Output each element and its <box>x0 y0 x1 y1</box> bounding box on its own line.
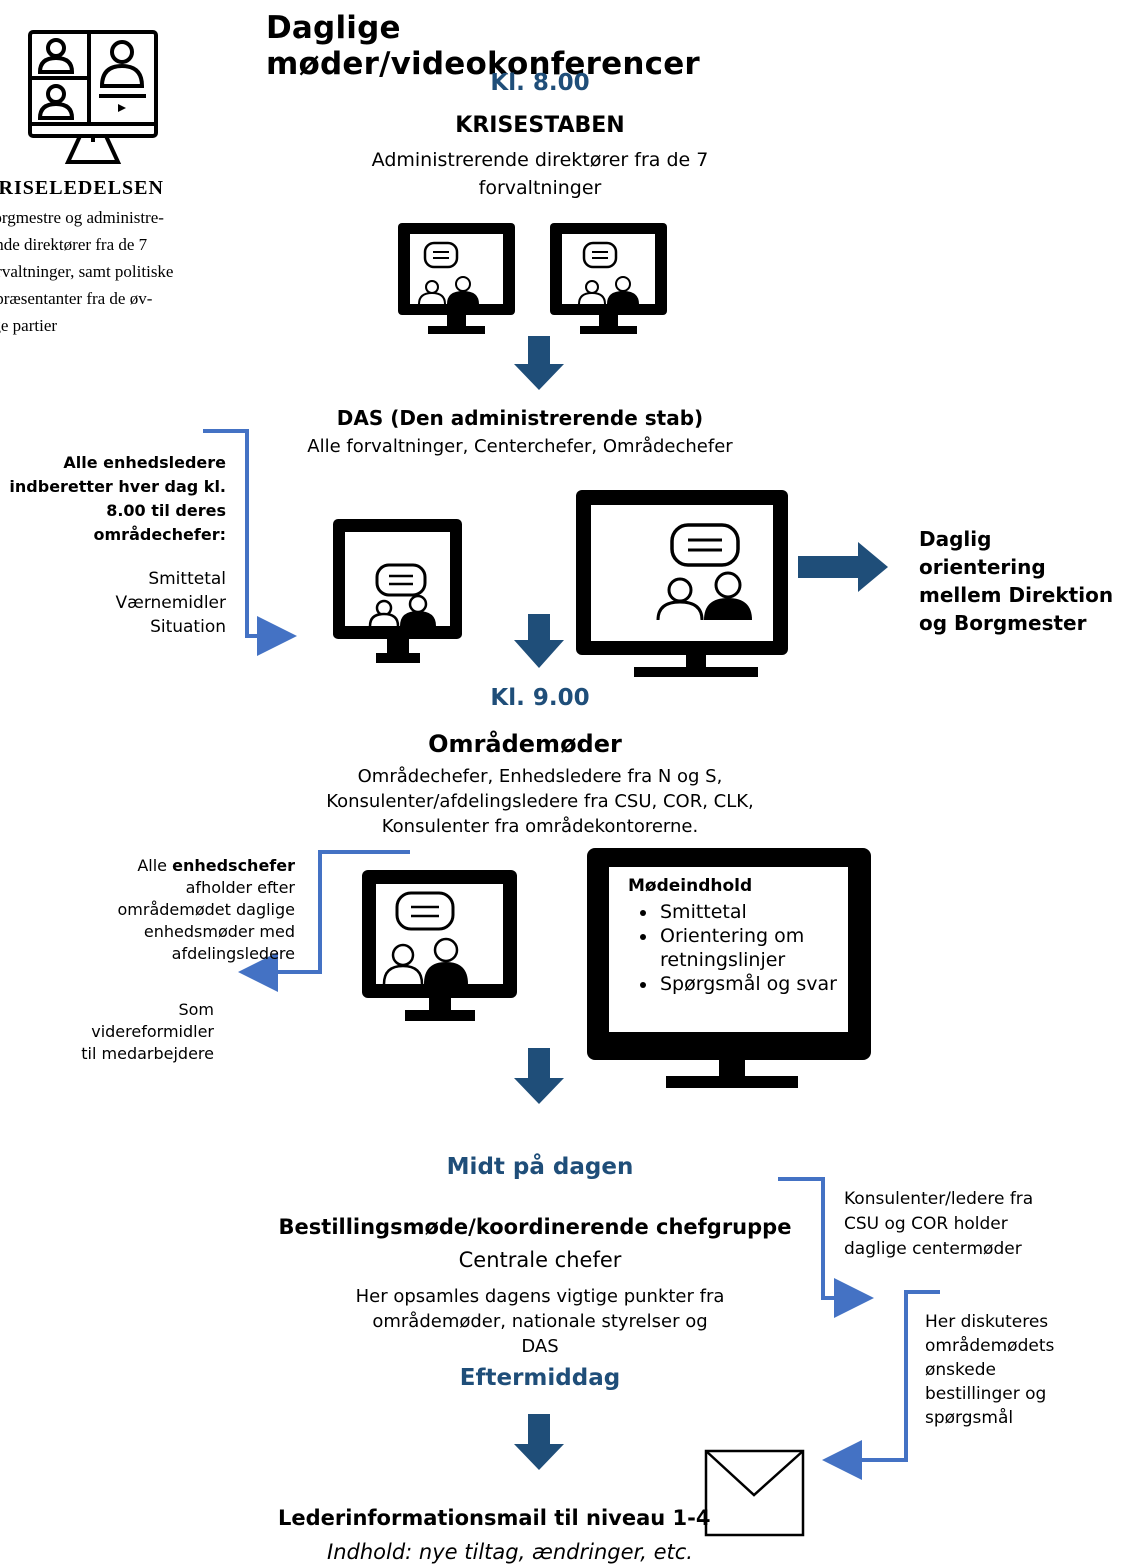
moedeindhold-item: Orientering om retningslinjer <box>658 924 843 972</box>
kriseledelsen-heading: KRISELEDELSEN <box>0 177 164 199</box>
konsulenter-connector <box>778 1177 874 1318</box>
moedeindhold-item: Smittetal <box>658 900 843 924</box>
kriseledelsen-line: rige partier <box>0 316 58 335</box>
bestillingsmoede-sub: Centrale chefer <box>458 1248 622 1272</box>
omraademoeder-line: Områdechefer, Enhedsledere fra N og S, <box>357 766 723 787</box>
konsulenter-line: Konsulenter/ledere fra <box>844 1189 1034 1209</box>
time-0800: Kl. 8.00 <box>490 70 590 96</box>
das-heading: DAS (Den administrerende stab) <box>336 406 704 430</box>
bestillingsmoede-line: Her opsamles dagens vigtige punkter fra <box>355 1286 725 1307</box>
mail-heading: Lederinformationsmail til niveau 1-4 <box>278 1506 711 1530</box>
diskuteres-line: ønskede <box>925 1360 996 1380</box>
mail-sub: Indhold: nye tiltag, ændringer, etc. <box>327 1540 693 1564</box>
konsulenter-note: Konsulenter/ledere fra CSU og COR holder… <box>844 1187 1044 1262</box>
monitor-chat-icon <box>398 223 515 334</box>
das-sub: Alle forvaltninger, Centerchefer, Område… <box>307 436 733 457</box>
enhedsledere-item: Smittetal <box>148 569 226 589</box>
konsulenter-line: daglige centermøder <box>844 1239 1022 1259</box>
moedeindhold-item: Spørgsmål og svar <box>658 972 843 996</box>
video-call-laptop-icon <box>28 30 158 164</box>
enhedschefer-line: områdemødet daglige <box>117 900 296 919</box>
eftermiddag: Eftermiddag <box>459 1365 621 1391</box>
videreformidler-note: Som videreformidler til medarbejdere <box>60 999 214 1065</box>
daglig-orientering: Daglig orientering mellem Direktion og B… <box>919 525 1124 637</box>
enhedsledere-note: Alle enhedsledere indberetter hver dag k… <box>0 451 226 547</box>
time-0900: Kl. 9.00 <box>490 685 590 711</box>
daglig-orientering-line: mellem Direktion <box>919 583 1114 607</box>
down-arrow-icon <box>514 1414 564 1470</box>
enhedschefer-line: afholder efter <box>185 878 295 897</box>
diskuteres-connector <box>822 1290 940 1480</box>
monitor-chat-icon <box>362 870 517 1021</box>
kriseledelsen-line: forvaltninger, samt politiske <box>0 262 174 281</box>
diskuteres-line: områdemødets <box>925 1336 1055 1356</box>
enhedschefer-note: Alle enhedschefer afholder efter områdem… <box>80 855 296 965</box>
enhedsledere-connector <box>203 429 297 656</box>
monitor-chat-icon <box>550 223 667 334</box>
konsulenter-line: CSU og COR holder <box>844 1214 1008 1234</box>
midt-paa-dagen: Midt på dagen <box>446 1154 634 1180</box>
daglig-orientering-line: og Borgmester <box>919 611 1087 635</box>
moedeindhold-panel: Mødeindhold Smittetal Orientering om ret… <box>628 876 843 996</box>
enhedschefer-bold: enhedschefer <box>172 856 295 875</box>
bestillingsmoede-line: DAS <box>521 1336 559 1357</box>
diskuteres-line: bestillinger og <box>925 1384 1047 1404</box>
diskuteres-line: Her diskuteres <box>925 1312 1049 1332</box>
enhedsledere-line: områdechefer: <box>93 525 226 544</box>
bestillingsmoede-heading: Bestillingsmøde/koordinerende chefgruppe <box>278 1215 792 1239</box>
krisestaben-line: Administrerende direktører fra de 7 <box>371 149 709 171</box>
enhedschefer-line: afdelingsledere <box>171 944 295 963</box>
bestillingsmoede-line: områdemøder, nationale styrelser og <box>372 1311 708 1332</box>
enhedsledere-line: Alle enhedsledere <box>63 453 226 472</box>
down-arrow-icon <box>514 1048 564 1104</box>
krisestaben-line: forvaltninger <box>478 177 602 199</box>
enhedschefer-prefix: Alle <box>137 856 173 875</box>
omraademoeder-desc: Områdechefer, Enhedsledere fra N og S, K… <box>280 764 800 839</box>
moedeindhold-heading: Mødeindhold <box>628 876 753 896</box>
monitor-content-icon <box>587 848 871 1088</box>
kriseledelsen-line: repræsentanter fra de øv- <box>0 289 153 308</box>
enhedschefer-connector <box>238 850 410 992</box>
diskuteres-note: Her diskuteres områdemødets ønskede best… <box>925 1310 1120 1430</box>
down-arrow-icon <box>514 336 564 390</box>
daglig-orientering-line: Daglig orientering <box>919 527 1046 579</box>
kriseledelsen-line: Borgmestre og administre- <box>0 208 164 227</box>
bestillingsmoede-desc: Her opsamles dagens vigtige punkter fra … <box>310 1284 770 1359</box>
right-arrow-icon <box>798 542 888 592</box>
enhedsledere-item: Værnemidler <box>115 593 227 613</box>
videreformidler-line: videreformidler <box>91 1022 214 1041</box>
krisestaben-desc: Administrerende direktører fra de 7 forv… <box>330 146 750 202</box>
enhedsledere-item: Situation <box>150 617 226 637</box>
enhedsledere-items: Smittetal Værnemidler Situation <box>60 567 227 639</box>
kriseledelsen-line: rende direktører fra de 7 <box>0 235 148 254</box>
videreformidler-line: Som <box>178 1000 214 1019</box>
down-arrow-icon <box>514 614 564 668</box>
monitor-chat-icon <box>333 519 462 663</box>
kriseledelsen-block: KRISELEDELSEN Borgmestre og administre- … <box>0 177 242 339</box>
videreformidler-line: til medarbejdere <box>81 1044 214 1063</box>
omraademoeder-heading: Områdemøder <box>428 730 622 758</box>
diskuteres-line: spørgsmål <box>925 1408 1014 1428</box>
enhedsledere-line: 8.00 til deres <box>106 501 226 520</box>
omraademoeder-line: Konsulenter fra områdekontorerne. <box>381 816 699 837</box>
enhedschefer-line: enhedsmøder med <box>143 922 295 941</box>
enhedsledere-line: indberetter hver dag kl. <box>9 477 226 496</box>
page-title: Daglige møder/videokonferencer <box>266 10 700 82</box>
omraademoeder-line: Konsulenter/afdelingsledere fra CSU, COR… <box>326 791 754 812</box>
krisestaben-heading: KRISESTABEN <box>455 113 625 138</box>
monitor-chat-icon <box>576 490 788 677</box>
